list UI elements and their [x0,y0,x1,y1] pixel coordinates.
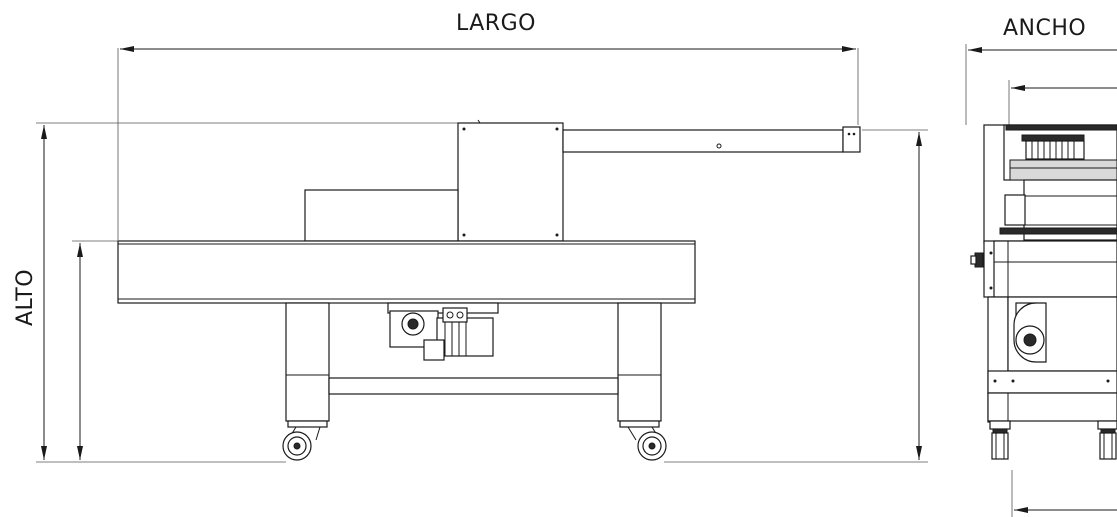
ancho-label: ANCHO [1003,16,1087,41]
table-height-dimension [72,240,118,460]
right-height-dimension [664,129,928,463]
side-view [117,119,861,461]
ancho-dimension [965,44,1117,517]
largo-dimension [117,46,859,240]
alto-dimension [36,122,458,463]
front-view [970,124,1117,460]
largo-label: LARGO [456,11,536,36]
